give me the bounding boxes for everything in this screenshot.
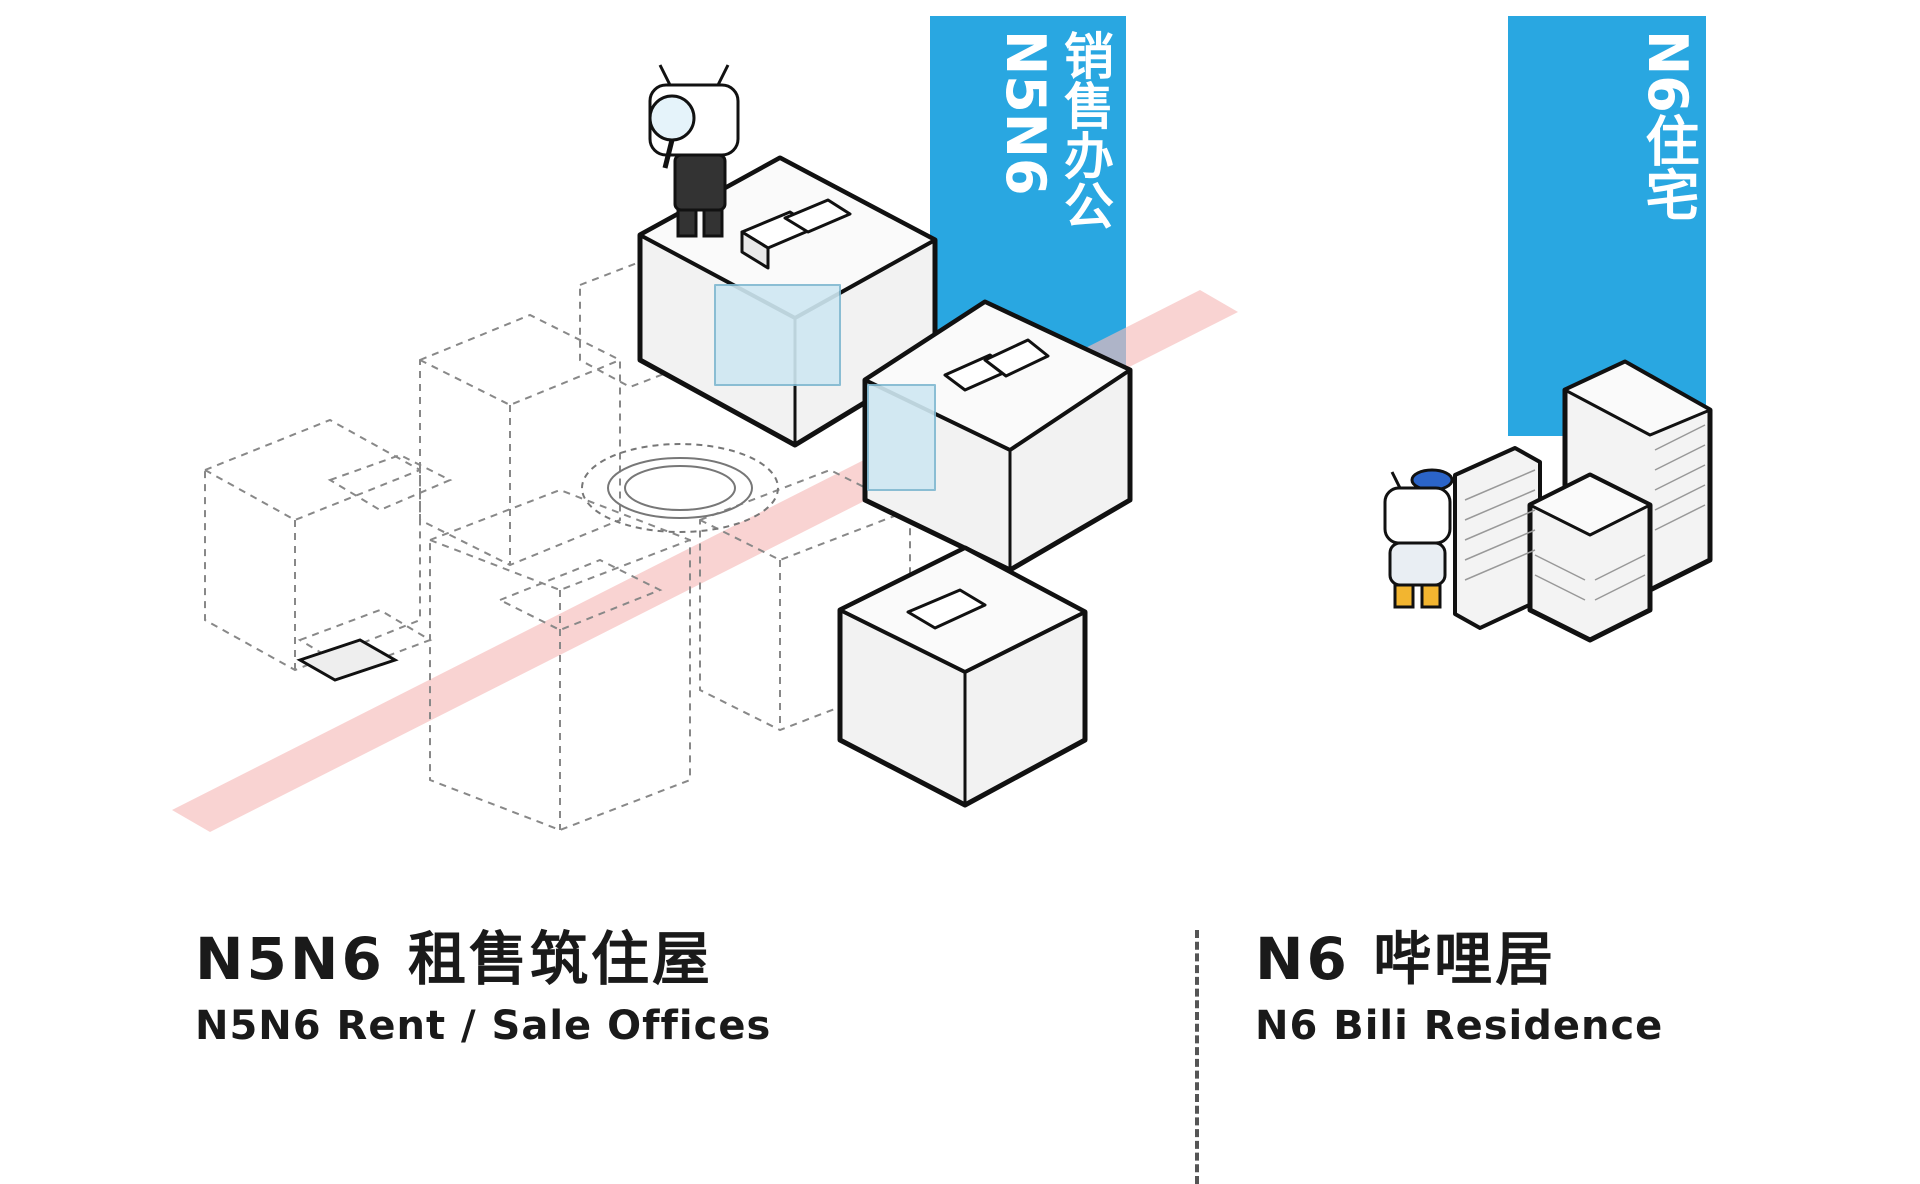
residence-banner	[1508, 16, 1706, 436]
caption-divider	[1195, 930, 1199, 1184]
left-caption-zh: N5N6 租售筑住屋	[195, 925, 713, 993]
office-banner-label: 销售办公	[1056, 30, 1114, 230]
context-buildings-dashed	[204, 256, 911, 832]
small-platform	[296, 638, 399, 682]
right-caption-en: N6 Bili Residence	[1255, 1003, 1664, 1049]
left-caption-en: N5N6 Rent / Sale Offices	[195, 1003, 772, 1049]
tv-mascot-cap-icon	[1383, 468, 1454, 609]
dome-structure	[581, 443, 779, 533]
right-caption: N6 哔哩居 N6 Bili Residence	[1255, 930, 1663, 1046]
residence-towers	[1453, 359, 1713, 643]
right-caption-zh: N6 哔哩居	[1255, 925, 1557, 993]
office-building-b	[862, 299, 1133, 573]
left-caption: N5N6 租售筑住屋 N5N6 Rent / Sale Offices	[195, 930, 771, 1046]
office-banner-code: N5N6	[994, 30, 1057, 196]
office-building-c	[837, 545, 1088, 808]
residence-banner-label: N6住宅	[1636, 30, 1699, 221]
tv-mascot-detective-icon	[648, 64, 740, 238]
